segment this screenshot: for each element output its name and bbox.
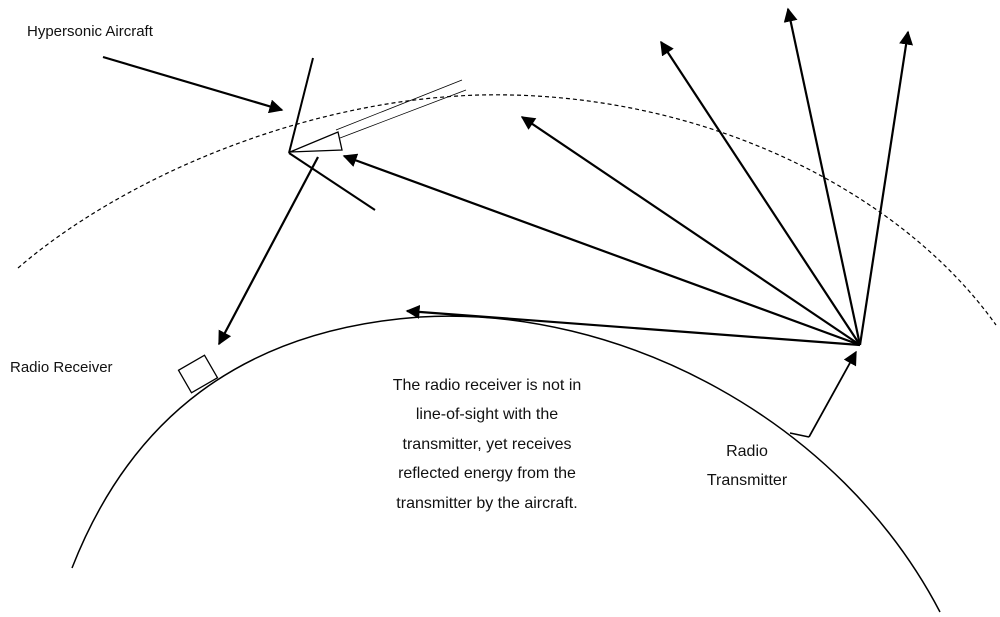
transmitter-mast-arrow [808,350,857,438]
caption-line-5: transmitter by the aircraft. [396,495,577,512]
aircraft-pointer-arrow [102,55,284,114]
ray-upper-left [520,116,861,346]
ray-up [783,7,862,346]
receiver-label: Radio Receiver [10,359,113,376]
ray-up-right [858,30,914,346]
ray-to-aircraft [342,153,861,347]
transmitter-label-line2: Transmitter [707,472,788,489]
radio-receiver-box [177,354,219,394]
ray-horizon [405,304,861,347]
earth-surface-arc [71,315,941,613]
transmitter-label-line1: Radio [726,443,768,460]
transmitted-rays [342,7,914,347]
hypersonic-aircraft-icon [288,57,467,211]
reflected-ray-to-receiver [218,156,319,346]
caption-line-2: line-of-sight with the [416,406,558,423]
transmitter-tower-arrow [789,432,810,438]
ray-up-left [660,40,861,346]
caption-line-4: reflected energy from the [398,465,576,482]
caption-line-3: transmitter, yet receives [403,436,572,453]
aircraft-label: Hypersonic Aircraft [27,23,154,40]
caption-line-1: The radio receiver is not in [393,377,582,394]
caption: The radio receiver is not in line-of-sig… [393,377,582,512]
